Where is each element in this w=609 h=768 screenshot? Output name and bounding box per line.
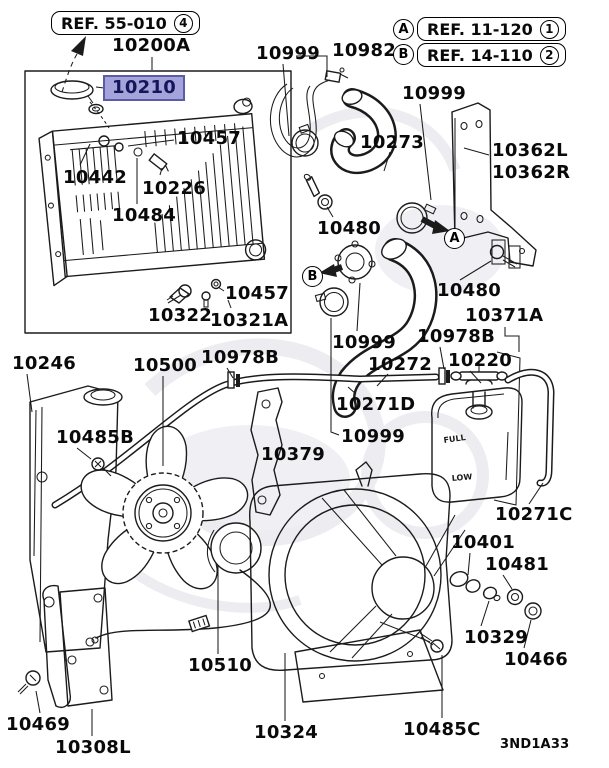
part-label-10999[interactable]: 10999 bbox=[256, 43, 321, 64]
part-label-10273[interactable]: 10273 bbox=[360, 132, 425, 153]
part-label-10362L[interactable]: 10362L bbox=[492, 140, 568, 161]
shield-group bbox=[42, 584, 113, 708]
part-label-10485B[interactable]: 10485B bbox=[56, 427, 135, 448]
support-panel bbox=[29, 385, 123, 653]
ref-box-55-010-text: REF. 55-010 bbox=[61, 13, 167, 33]
ref-box-11-120-text: REF. 11-120 bbox=[427, 19, 533, 39]
part-label-10480[interactable]: 10480 bbox=[437, 280, 502, 301]
diagram-code: 3ND1A33 bbox=[500, 737, 570, 752]
fasteners bbox=[17, 457, 542, 695]
radiator-cap bbox=[50, 80, 104, 115]
shroud-group bbox=[249, 461, 466, 703]
ref-prefix-a[interactable]: A bbox=[393, 19, 414, 40]
callout-circle-B[interactable]: B bbox=[302, 266, 323, 287]
fan-group bbox=[74, 425, 254, 598]
part-label-10457[interactable]: 10457 bbox=[177, 128, 242, 149]
ref-box-14-110[interactable]: REF. 14-110 2 bbox=[417, 43, 566, 67]
part-label-10324[interactable]: 10324 bbox=[254, 722, 319, 743]
part-label-10401[interactable]: 10401 bbox=[451, 532, 516, 553]
part-label-10442[interactable]: 10442 bbox=[63, 167, 128, 188]
part-label-10379[interactable]: 10379 bbox=[261, 444, 326, 465]
ref-box-55-010[interactable]: REF. 55-010 4 bbox=[51, 11, 200, 35]
part-label-10457[interactable]: 10457 bbox=[225, 283, 290, 304]
ref-box-55-010-circled-number: 4 bbox=[173, 13, 193, 33]
ref-arrow bbox=[61, 36, 110, 129]
part-label-10308L[interactable]: 10308L bbox=[55, 737, 131, 758]
part-label-10500[interactable]: 10500 bbox=[133, 355, 198, 376]
part-label-10246[interactable]: 10246 bbox=[12, 353, 77, 374]
part-label-10321A[interactable]: 10321A bbox=[210, 310, 289, 331]
part-label-10485C[interactable]: 10485C bbox=[403, 719, 481, 740]
ref-box-11-120[interactable]: REF. 11-120 1 bbox=[417, 17, 566, 41]
part-label-10200A[interactable]: 10200A bbox=[112, 35, 191, 56]
part-label-10999[interactable]: 10999 bbox=[341, 426, 406, 447]
part-label-10226[interactable]: 10226 bbox=[142, 178, 207, 199]
part-label-10484[interactable]: 10484 bbox=[112, 205, 177, 226]
part-label-10469[interactable]: 10469 bbox=[6, 714, 71, 735]
lower-hose-group bbox=[314, 238, 438, 418]
part-label-10999[interactable]: 10999 bbox=[332, 332, 397, 353]
part-label-10329[interactable]: 10329 bbox=[464, 627, 529, 648]
ref-box-11-120-circled-number: 1 bbox=[539, 19, 559, 39]
inset-box bbox=[24, 70, 292, 334]
part-label-10466[interactable]: 10466 bbox=[504, 649, 569, 670]
tank-full-marking: FULL bbox=[443, 433, 466, 445]
leader-lines bbox=[26, 55, 544, 736]
bracket-10362 bbox=[451, 102, 537, 269]
part-label-10271D[interactable]: 10271D bbox=[336, 394, 416, 415]
drain-parts bbox=[98, 135, 222, 308]
part-label-10481[interactable]: 10481 bbox=[485, 554, 550, 575]
part-label-10978B[interactable]: 10978B bbox=[417, 326, 496, 347]
part-label-10272[interactable]: 10272 bbox=[368, 354, 433, 375]
part-label-10322[interactable]: 10322 bbox=[148, 305, 213, 326]
upper-hose-group bbox=[269, 67, 437, 234]
part-label-10210[interactable]: 10210 bbox=[103, 75, 186, 101]
ref-box-14-110-text: REF. 14-110 bbox=[427, 45, 533, 65]
part-label-10982[interactable]: 10982 bbox=[332, 40, 397, 61]
callout-circle-A[interactable]: A bbox=[444, 228, 465, 249]
ref-box-14-110-circled-number: 2 bbox=[539, 45, 559, 65]
part-label-10999[interactable]: 10999 bbox=[402, 83, 467, 104]
ref-prefix-b[interactable]: B bbox=[393, 44, 414, 65]
part-label-10220[interactable]: 10220 bbox=[448, 350, 513, 371]
part-label-10978B[interactable]: 10978B bbox=[201, 347, 280, 368]
part-label-10510[interactable]: 10510 bbox=[188, 655, 253, 676]
part-label-10271C[interactable]: 10271C bbox=[495, 504, 573, 525]
callout-arrows bbox=[319, 216, 450, 277]
part-label-10371A[interactable]: 10371A bbox=[465, 305, 544, 326]
part-label-10362R[interactable]: 10362R bbox=[492, 162, 571, 183]
fan-motor-group bbox=[91, 522, 272, 644]
radiator bbox=[38, 80, 267, 308]
overflow-tube-long bbox=[51, 367, 450, 516]
reserve-tank-group: FULL LOW bbox=[431, 351, 555, 506]
tank-low-marking: LOW bbox=[451, 472, 472, 483]
part-label-10480[interactable]: 10480 bbox=[317, 218, 382, 239]
